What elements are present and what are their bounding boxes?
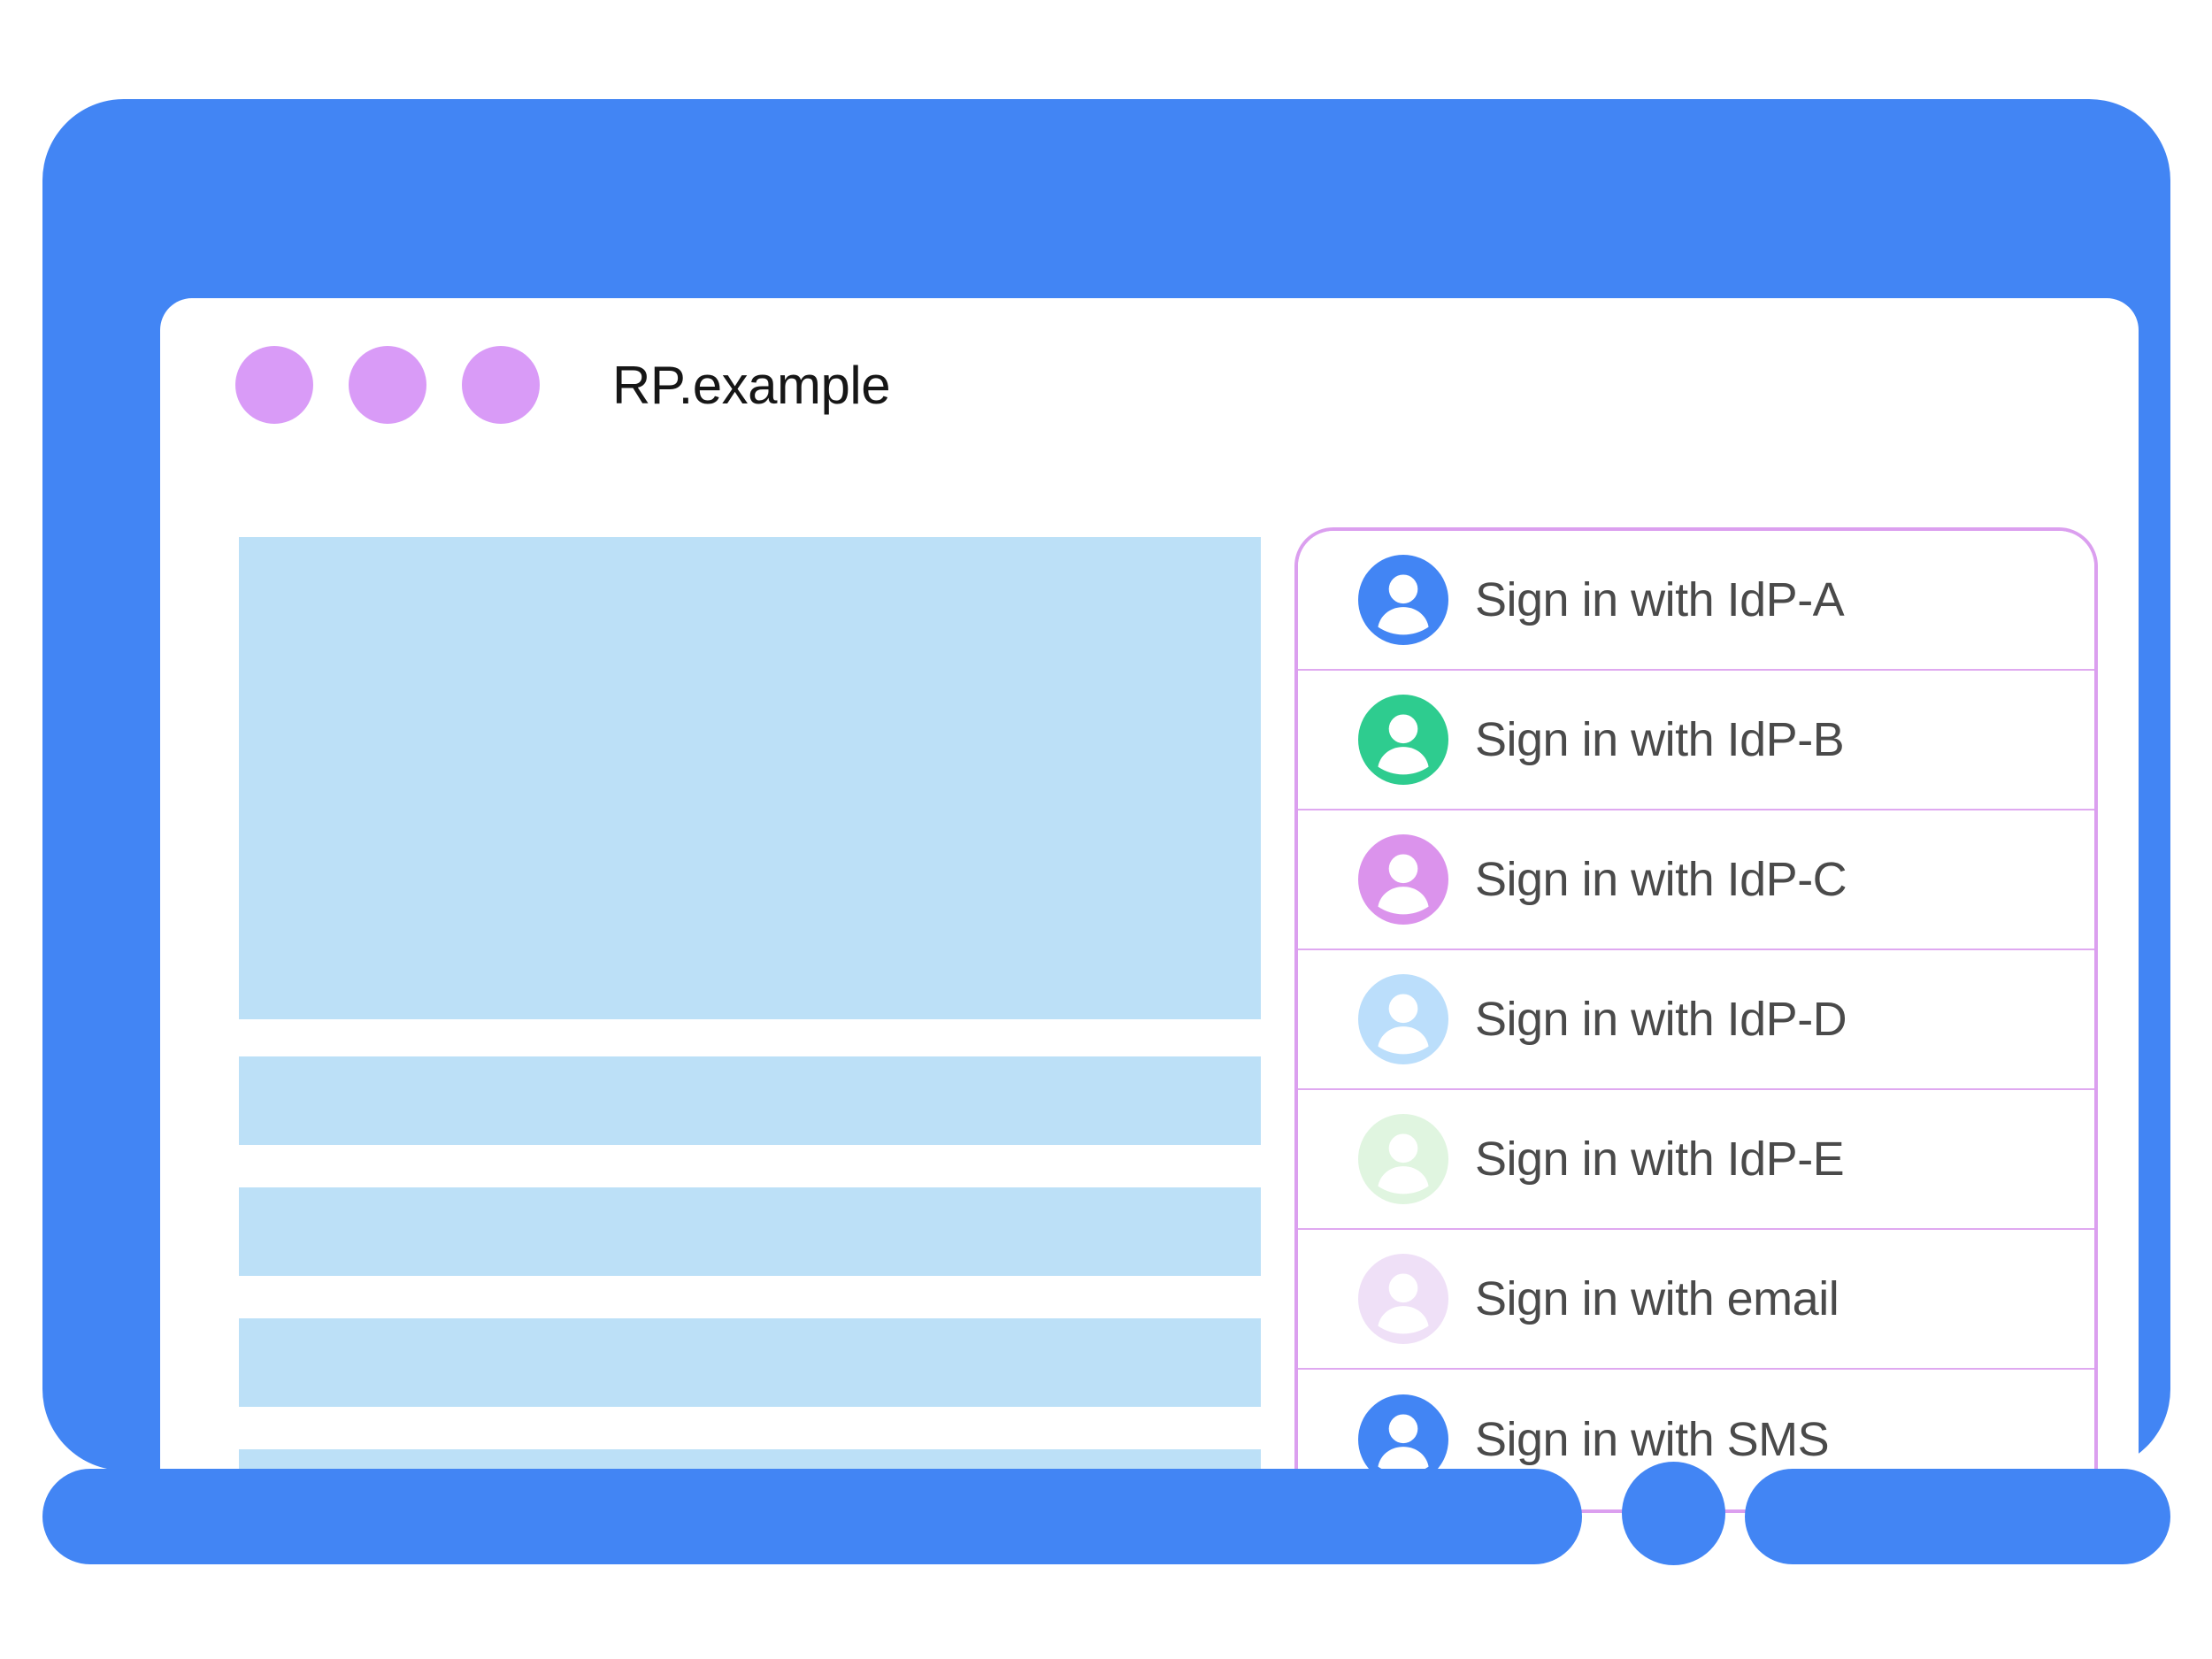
page-title: RP.example (612, 355, 891, 415)
device-screen: RP.example Sign in with IdP-A (160, 298, 2139, 1546)
signin-option-label: Sign in with IdP-E (1475, 1133, 1845, 1186)
signin-option-label: Sign in with email (1475, 1272, 1839, 1325)
content-placeholders (239, 537, 1261, 1546)
signin-option-idp-a[interactable]: Sign in with IdP-A (1298, 531, 2094, 671)
signin-option-idp-d[interactable]: Sign in with IdP-D (1298, 950, 2094, 1090)
window-dot-2[interactable] (349, 346, 426, 424)
window-dot-1[interactable] (235, 346, 313, 424)
signin-option-label: Sign in with IdP-D (1475, 993, 1847, 1046)
device-stand-left (42, 1469, 1582, 1564)
signin-option-label: Sign in with IdP-C (1475, 853, 1847, 906)
account-avatar-icon (1358, 1254, 1448, 1344)
device-home-button[interactable] (1622, 1462, 1725, 1565)
hero-block (239, 537, 1261, 1019)
device-stand-right (1745, 1469, 2170, 1564)
account-avatar-icon (1358, 555, 1448, 645)
account-avatar-icon (1358, 1114, 1448, 1204)
signin-option-idp-c[interactable]: Sign in with IdP-C (1298, 810, 2094, 950)
signin-option-label: Sign in with SMS (1475, 1413, 1830, 1466)
account-avatar-icon (1358, 974, 1448, 1064)
text-line-2 (239, 1187, 1261, 1276)
window-titlebar: RP.example (235, 341, 891, 429)
signin-option-label: Sign in with IdP-B (1475, 713, 1845, 766)
signin-account-chooser: Sign in with IdP-A Sign in with IdP-B (1294, 527, 2098, 1513)
text-line-3 (239, 1318, 1261, 1407)
text-line-1 (239, 1056, 1261, 1145)
device-frame: RP.example Sign in with IdP-A (42, 99, 2170, 1546)
signin-option-idp-e[interactable]: Sign in with IdP-E (1298, 1090, 2094, 1230)
signin-option-idp-b[interactable]: Sign in with IdP-B (1298, 671, 2094, 810)
account-avatar-icon (1358, 834, 1448, 925)
signin-option-email[interactable]: Sign in with email (1298, 1230, 2094, 1370)
signin-option-label: Sign in with IdP-A (1475, 573, 1845, 626)
window-dot-3[interactable] (462, 346, 540, 424)
account-avatar-icon (1358, 695, 1448, 785)
account-avatar-icon (1358, 1394, 1448, 1485)
